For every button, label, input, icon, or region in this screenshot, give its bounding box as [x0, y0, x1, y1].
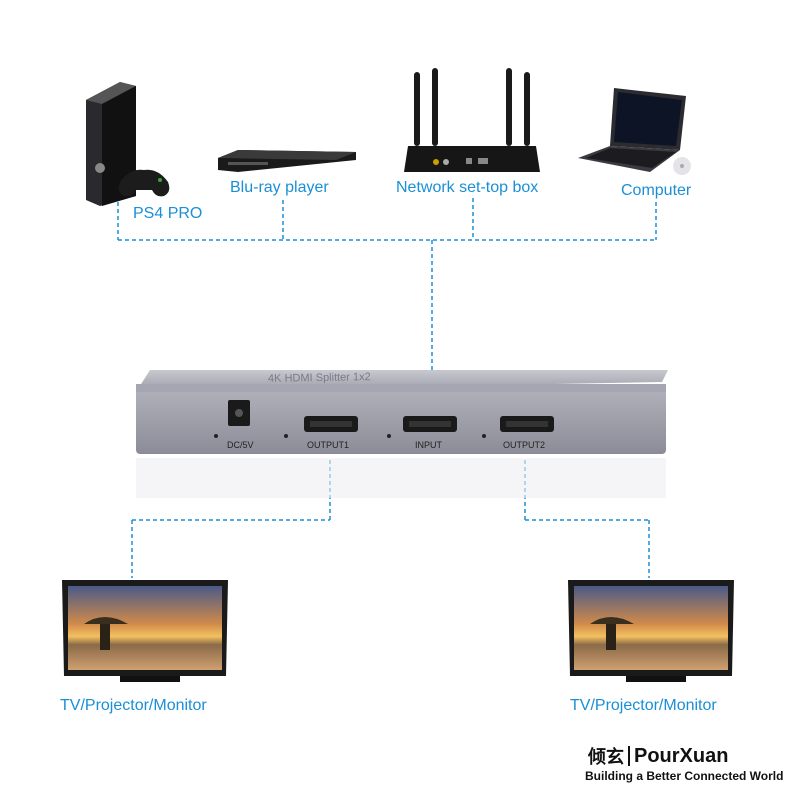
- right-tv-icon: [568, 580, 734, 682]
- computer-label: Computer: [621, 182, 692, 199]
- computer-laptop-icon: [578, 88, 691, 175]
- splitter-model-text: 4K HDMI Splitter 1x2: [267, 371, 371, 385]
- hdmi-splitter-device: [136, 370, 668, 498]
- brand-tagline: Building a Better Connected World: [585, 769, 784, 783]
- left-tv-icon: [62, 580, 228, 682]
- right-display-label: TV/Projector/Monitor: [570, 697, 717, 714]
- ps4-label: PS4 PRO: [133, 205, 203, 222]
- stb-label: Network set-top box: [396, 179, 539, 196]
- bluray-player-icon: [218, 150, 356, 172]
- brand-cn-name: 倾玄: [588, 747, 624, 767]
- brand-divider: [628, 746, 630, 766]
- left-display-label: TV/Projector/Monitor: [60, 697, 207, 714]
- bluray-label: Blu-ray player: [230, 179, 329, 196]
- network-set-top-box-icon: [404, 68, 540, 172]
- input-port-label: INPUT: [415, 440, 442, 450]
- dc-port-label: DC/5V: [227, 440, 254, 450]
- ps4-console-icon: [86, 82, 170, 206]
- output2-port-label: OUTPUT2: [503, 440, 546, 450]
- brand-name: PourXuan: [634, 744, 729, 767]
- brand-logo: 倾玄 PourXuan: [588, 743, 728, 769]
- output1-port-label: OUTPUT1: [307, 440, 350, 450]
